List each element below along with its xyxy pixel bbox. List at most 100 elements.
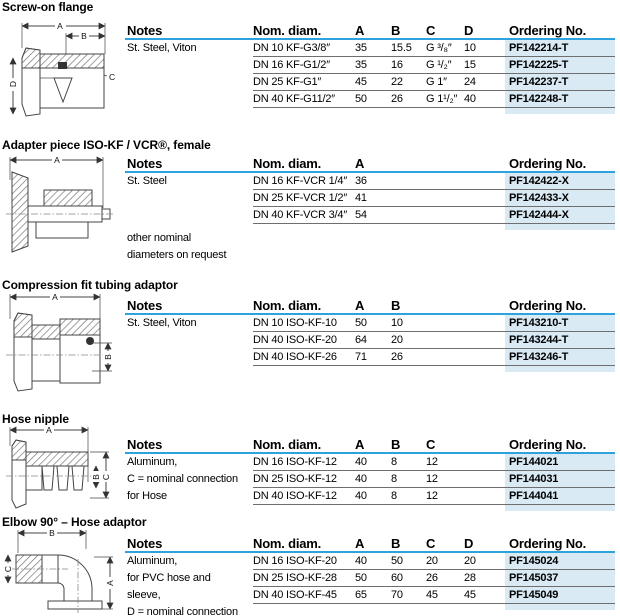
ordering-no-cell: PF142433-X bbox=[505, 190, 615, 207]
value-cell-nom: DN 40 KF-VCR 3/4″ bbox=[253, 207, 355, 224]
value-cell-C: G 1¹/₂″ bbox=[426, 91, 464, 108]
ordering-no-cell: PF144031 bbox=[505, 471, 615, 488]
dim-b-label: B bbox=[49, 528, 55, 538]
column-header-notes: Notes bbox=[125, 438, 253, 454]
column-header-A: A bbox=[355, 438, 391, 454]
pad-cell bbox=[125, 366, 253, 372]
value-cell-nom: DN 10 ISO-KF-10 bbox=[253, 315, 355, 332]
compression-fit-drawing: A B bbox=[2, 291, 120, 399]
ordering-no-cell: PF142422-X bbox=[505, 173, 615, 190]
pad-cell bbox=[464, 108, 505, 114]
dim-a-label: A bbox=[54, 155, 60, 165]
dim-a-label: A bbox=[52, 292, 58, 302]
value-cell-D bbox=[464, 454, 505, 471]
notes-cell bbox=[125, 332, 253, 349]
dim-a-label: A bbox=[46, 425, 52, 435]
value-cell-B: 15.5 bbox=[391, 40, 426, 57]
dim-c-label: C bbox=[3, 566, 13, 572]
pad-cell bbox=[253, 366, 355, 372]
pad-cell bbox=[426, 604, 464, 610]
notes-cell bbox=[125, 74, 253, 91]
column-header-C: C bbox=[426, 24, 464, 40]
value-cell-nom: DN 16 ISO-KF-12 bbox=[253, 454, 355, 471]
column-header-A: A bbox=[355, 157, 391, 173]
value-cell-B: 8 bbox=[391, 471, 426, 488]
column-header-D bbox=[464, 157, 505, 173]
value-cell-C bbox=[426, 332, 464, 349]
column-header-nom: Nom. diam. bbox=[253, 24, 355, 40]
value-cell-B bbox=[391, 207, 426, 224]
pad-cell bbox=[464, 505, 505, 511]
column-header-D: D bbox=[464, 24, 505, 40]
column-header-A: A bbox=[355, 299, 391, 315]
notes-cell bbox=[125, 349, 253, 366]
hose-nipple-drawing: A B C bbox=[2, 424, 120, 515]
column-header-D bbox=[464, 438, 505, 454]
column-header-notes: Notes bbox=[125, 537, 253, 553]
value-cell-A: 36 bbox=[355, 173, 391, 190]
pad-cell bbox=[426, 108, 464, 114]
column-header-order: Ordering No. bbox=[505, 299, 615, 315]
value-cell-nom: DN 16 KF-G1/2″ bbox=[253, 57, 355, 74]
notes-cell bbox=[125, 57, 253, 74]
pad-cell bbox=[505, 604, 615, 610]
value-cell-D bbox=[464, 173, 505, 190]
value-cell-A: 40 bbox=[355, 454, 391, 471]
value-cell-A: 40 bbox=[355, 471, 391, 488]
column-header-A: A bbox=[355, 537, 391, 553]
section-screw-on-flange: Screw-on flange bbox=[0, 0, 620, 132]
value-cell-A: 64 bbox=[355, 332, 391, 349]
value-cell-B: 8 bbox=[391, 488, 426, 505]
value-cell-C bbox=[426, 315, 464, 332]
column-header-C bbox=[426, 157, 464, 173]
value-cell-D: 45 bbox=[464, 587, 505, 604]
ordering-no-cell: PF143210-T bbox=[505, 315, 615, 332]
value-cell-D bbox=[464, 488, 505, 505]
pad-cell bbox=[505, 366, 615, 372]
pad-cell bbox=[355, 108, 391, 114]
value-cell-B: 16 bbox=[391, 57, 426, 74]
column-header-A: A bbox=[355, 24, 391, 40]
pad-cell bbox=[391, 505, 426, 511]
ordering-no-cell: PF142444-X bbox=[505, 207, 615, 224]
column-header-D bbox=[464, 299, 505, 315]
column-header-D: D bbox=[464, 537, 505, 553]
pad-cell bbox=[355, 505, 391, 511]
value-cell-C bbox=[426, 190, 464, 207]
column-header-order: Ordering No. bbox=[505, 157, 615, 173]
column-header-nom: Nom. diam. bbox=[253, 157, 355, 173]
notes-cell: for PVC hose and bbox=[127, 572, 211, 584]
value-cell-B: 8 bbox=[391, 454, 426, 471]
value-cell-nom: DN 40 ISO-KF-20 bbox=[253, 332, 355, 349]
pad-cell bbox=[426, 366, 464, 372]
column-header-order: Ordering No. bbox=[505, 438, 615, 454]
value-cell-D bbox=[464, 190, 505, 207]
section-adapter-piece: Adapter piece ISO-KF / VCR®, female bbox=[0, 138, 620, 278]
value-cell-C: 12 bbox=[426, 454, 464, 471]
value-cell-B: 26 bbox=[391, 91, 426, 108]
column-header-notes: Notes bbox=[125, 24, 253, 40]
value-cell-C: G ¹/₂″ bbox=[426, 57, 464, 74]
ordering-no-cell: PF144021 bbox=[505, 454, 615, 471]
value-cell-B: 10 bbox=[391, 315, 426, 332]
column-header-B: B bbox=[391, 537, 426, 553]
column-header-nom: Nom. diam. bbox=[253, 438, 355, 454]
screw-on-flange-drawing: A B C D bbox=[8, 20, 120, 125]
pad-cell bbox=[505, 108, 615, 114]
pad-cell bbox=[253, 108, 355, 114]
dim-c-label: C bbox=[101, 474, 111, 480]
pad-cell bbox=[253, 224, 355, 230]
column-header-B bbox=[391, 157, 426, 173]
pad-cell bbox=[464, 366, 505, 372]
value-cell-A: 35 bbox=[355, 57, 391, 74]
value-cell-A: 50 bbox=[355, 315, 391, 332]
